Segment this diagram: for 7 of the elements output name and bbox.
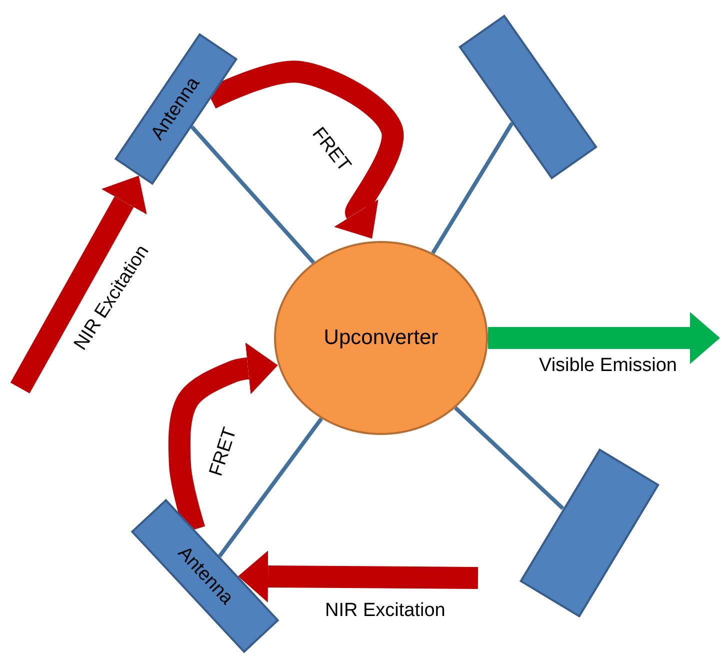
connector-line	[218, 417, 324, 558]
connector-line	[454, 406, 564, 510]
connector-line	[431, 122, 514, 254]
node-label: Upconverter	[324, 326, 438, 350]
connector-line	[190, 125, 316, 264]
arrow	[488, 312, 720, 364]
arrow	[238, 550, 478, 602]
